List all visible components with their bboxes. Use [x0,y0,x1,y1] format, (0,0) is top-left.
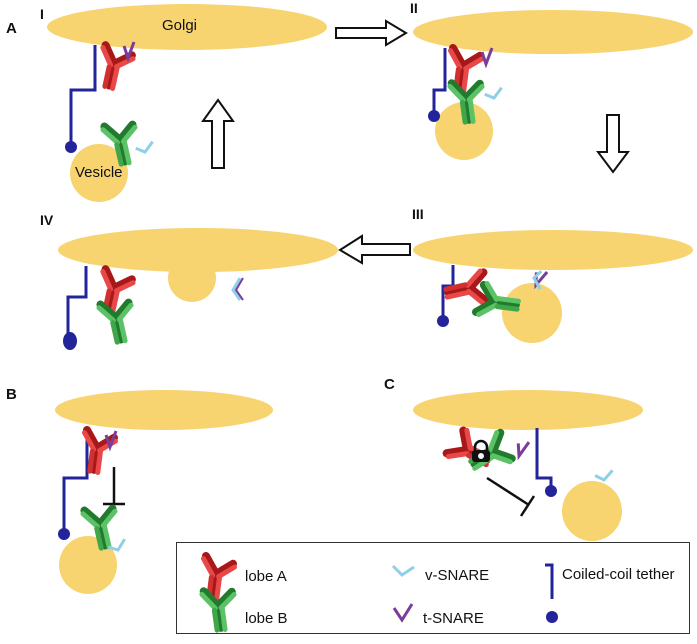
legend-lobe-b-label: lobe B [245,610,288,627]
tether-i [69,45,97,145]
golgi-iii [413,230,693,270]
inhibit-line-c [486,476,530,507]
lobe-a-i [93,45,134,92]
legend [176,542,690,634]
v-snare-ii [482,86,506,102]
legend-t-snare-label: t-SNARE [423,610,484,627]
vesicle-b [59,536,117,594]
snare-complex-iv [231,277,242,301]
golgi-iv [58,228,338,272]
panel-label-c: C [384,376,395,393]
stage-ii-group [413,10,693,160]
tether-head-c [545,485,557,497]
vesicle-i [70,144,128,202]
tether-c [535,428,553,488]
vesicle-label: Vesicle [75,164,123,181]
t-snare-c [513,438,531,460]
lobe-a-b [78,430,116,475]
legend-v-snare-label: v-SNARE [425,567,490,584]
arrow-up-icon [201,98,235,169]
flow-arrows [201,19,630,265]
tether-head-iv [63,332,77,350]
tether-head-i [65,141,77,153]
legend-tether-icon [545,563,554,599]
golgi-c [413,390,643,430]
v-snare-i [133,140,157,156]
legend-lobe-a-label: lobe A [245,568,287,585]
golgi-ii [413,10,693,54]
stage-iii-group [413,230,693,343]
tether-b [62,428,89,530]
tether-iii [441,265,455,316]
fused-vesicle-iv [168,254,216,302]
tether-head-ii [428,110,440,122]
tether-iv [66,266,88,336]
stage-i-group [47,4,327,202]
legend-v-snare-icon [391,564,415,577]
panel-label-a: A [6,20,17,37]
stage-label-i: I [40,6,44,22]
arrow-left-icon [338,234,411,265]
arrow-right-icon [335,19,408,47]
stage-iv-group [58,228,338,350]
lock-icon [472,439,490,462]
legend-t-snare-icon [392,603,414,623]
stage-label-iii: III [412,206,424,222]
tether-head-b [58,528,70,540]
v-snare-c [593,468,616,483]
panel-b-group [55,390,273,594]
panel-label-b: B [6,386,17,403]
tether-ii [432,48,447,112]
arrow-down-icon [596,114,630,174]
vesicle-c [562,481,622,541]
snare-complex-iv-t [234,277,244,301]
inhibit-bar-c [519,495,536,517]
golgi-i [47,4,327,50]
stage-label-iv: IV [40,212,54,228]
vesicle-ii [435,102,493,160]
golgi-b [55,390,273,430]
stage-label-ii: II [410,0,418,16]
tether-head-iii [437,315,449,327]
golgi-label: Golgi [162,17,198,34]
panel-c-group [413,390,643,541]
legend-tether-head-icon [546,611,558,623]
lobe-b-iv [98,299,136,344]
legend-tether-label: Coiled-coil tether [562,566,675,583]
vesicle-iii [502,283,562,343]
legend-glyphs [197,556,558,632]
